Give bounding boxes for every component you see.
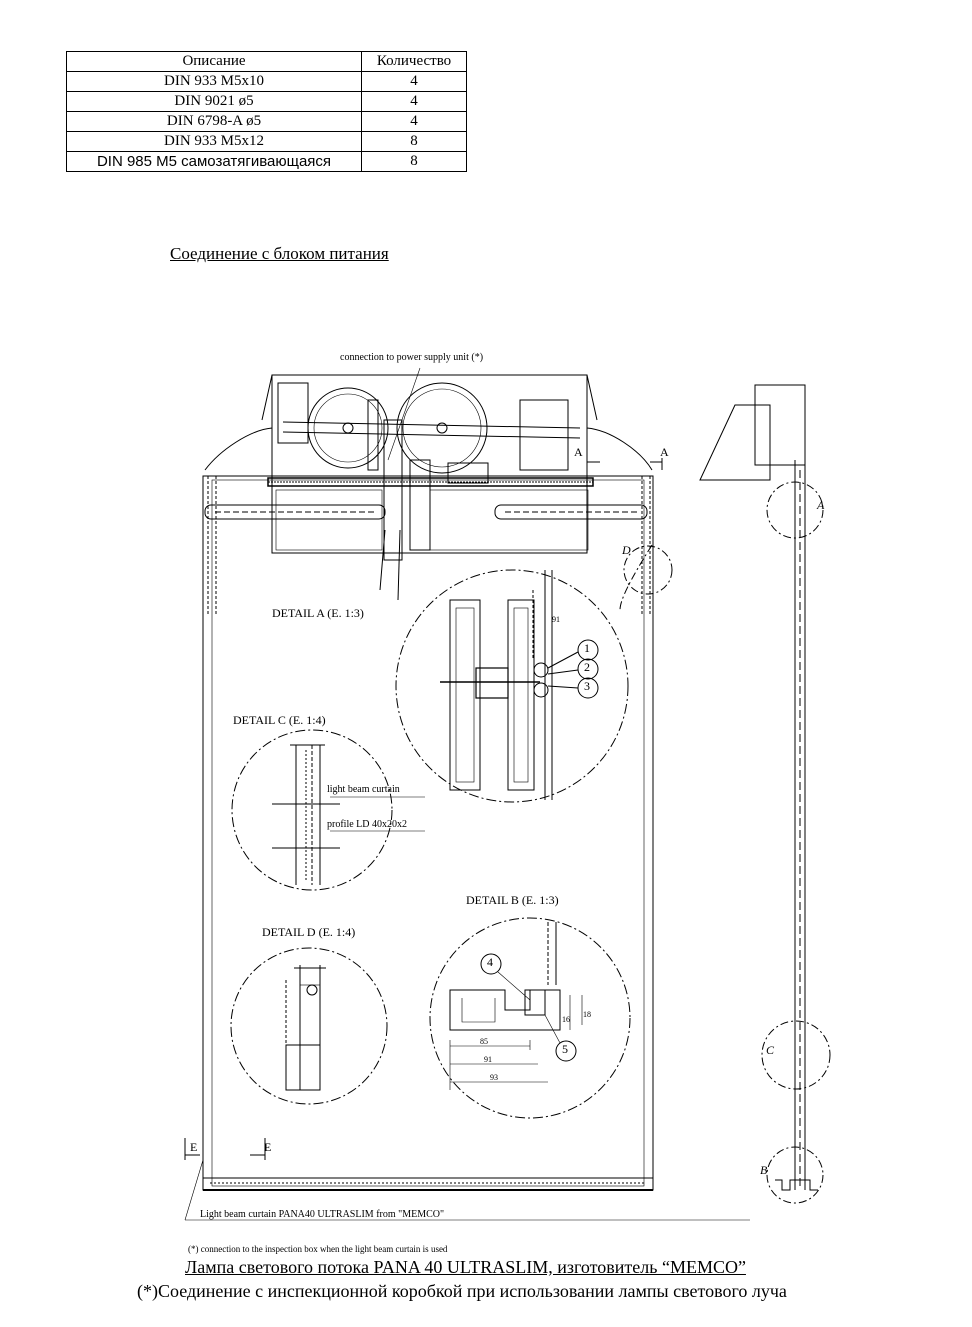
callout-4: 4 bbox=[487, 955, 493, 969]
bottom-leader bbox=[184, 1159, 750, 1221]
caption-light-curtain: Лампа светового потока PANA 40 ULTRASLIM… bbox=[185, 1257, 746, 1277]
section-a-marker bbox=[586, 458, 663, 470]
detail-c-label: DETAIL C (E. 1:4) bbox=[233, 713, 326, 727]
detail-d-label: DETAIL D (E. 1:4) bbox=[262, 925, 356, 939]
section-e-label-right: E bbox=[264, 1140, 272, 1154]
section-a-label-left: A bbox=[574, 445, 583, 459]
page-heading: Соединение с блоком питания bbox=[170, 244, 389, 263]
side-letter-b: B bbox=[760, 1163, 768, 1177]
detail-d-circle bbox=[230, 947, 388, 1105]
inspection-note: (*) connection to the inspection box whe… bbox=[188, 1244, 448, 1254]
detail-a-circle bbox=[395, 544, 653, 803]
dim-91: 91 bbox=[484, 1055, 492, 1064]
side-letter-a: A bbox=[817, 498, 825, 512]
section-e-label-left: E bbox=[190, 1140, 198, 1154]
callout-2: 2 bbox=[584, 660, 590, 674]
row-description: DIN 985 M5 самозатягивающаяся bbox=[66, 151, 362, 172]
dim-91-a: 91 bbox=[552, 615, 560, 624]
callout-5: 5 bbox=[562, 1042, 568, 1056]
side-letter-d: D bbox=[622, 543, 631, 557]
side-callout-circle bbox=[623, 545, 673, 595]
row-description: DIN 933 M5x12 bbox=[66, 131, 362, 152]
caption-inspection-box: (*)Соединение с инспекционной коробкой п… bbox=[137, 1281, 787, 1301]
section-a-label-right: A bbox=[660, 445, 669, 459]
door-operator bbox=[204, 367, 653, 601]
detail-b-label: DETAIL B (E. 1:3) bbox=[466, 893, 559, 907]
detail-c-circle bbox=[231, 729, 425, 891]
table-row: DIN 985 M5 самозатягивающаяся 8 bbox=[66, 151, 467, 172]
detail-b-circle bbox=[429, 917, 631, 1119]
top-note: connection to power supply unit (*) bbox=[340, 352, 484, 363]
side-letter-c: C bbox=[766, 1043, 775, 1057]
parts-table: Описание Количество DIN 933 M5x10 4 DIN … bbox=[66, 51, 467, 172]
light-curtain-label: light beam curtain bbox=[327, 784, 400, 795]
section-e-marker bbox=[184, 1138, 266, 1160]
dim-18: 18 bbox=[583, 1010, 591, 1019]
callout-1: 1 bbox=[584, 641, 590, 655]
dim-16: 16 bbox=[562, 1015, 570, 1024]
callout-3: 3 bbox=[584, 679, 590, 693]
profile-label: profile LD 40x20x2 bbox=[327, 819, 407, 830]
door-panel bbox=[202, 475, 654, 1191]
dim-85: 85 bbox=[480, 1037, 488, 1046]
dim-93: 93 bbox=[490, 1073, 498, 1082]
detail-a-label: DETAIL A (E. 1:3) bbox=[272, 606, 364, 620]
bottom-note: Light beam curtain PANA40 ULTRASLIM from… bbox=[200, 1209, 445, 1220]
row-quantity: 8 bbox=[361, 151, 467, 172]
side-view bbox=[699, 384, 831, 1204]
